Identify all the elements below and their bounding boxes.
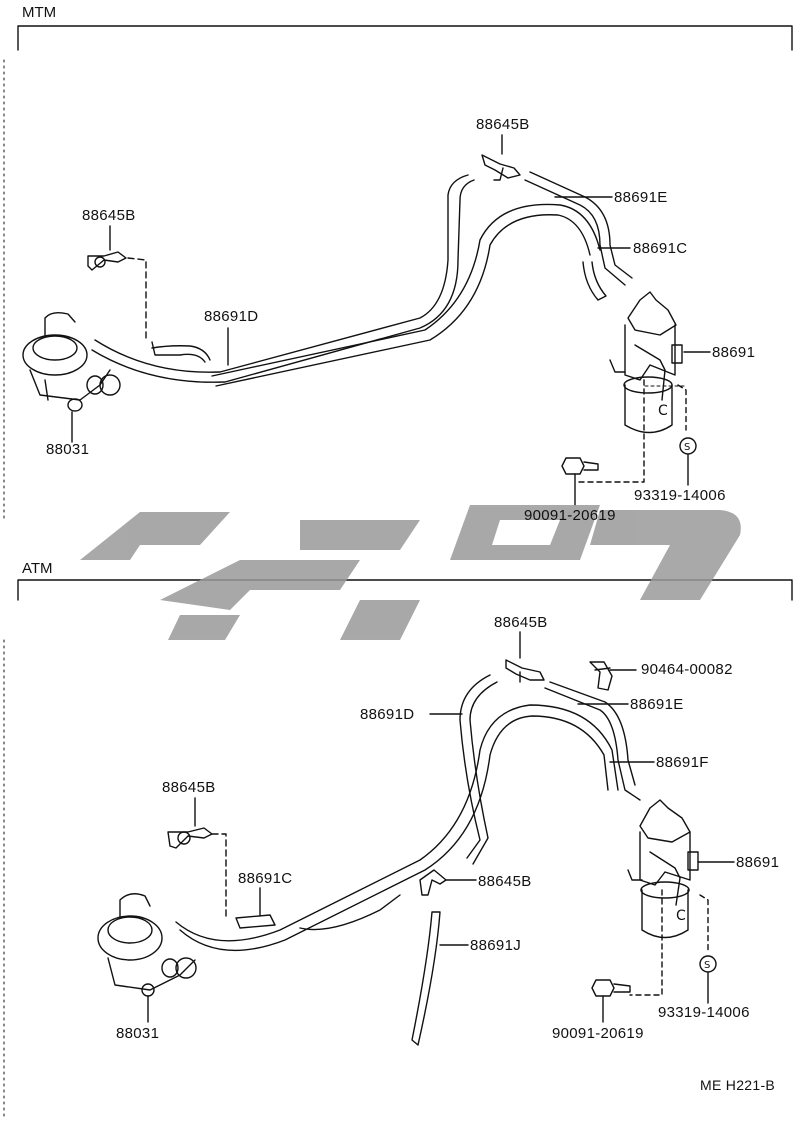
atm-s-mark [699, 955, 717, 973]
atm-label-88691f: 88691F [656, 754, 709, 771]
atm-s-letter: S [704, 960, 710, 971]
mtm-c-mark: C [658, 403, 668, 419]
mtm-label-88691c: 88691C [633, 240, 688, 257]
mtm-s-mark [679, 437, 697, 455]
atm-egr-valve-88031 [97, 893, 197, 997]
mtm-label-93319: 93319-14006 [634, 487, 726, 504]
atm-label-88031: 88031 [116, 1025, 160, 1042]
mtm-tee-88645b-top [481, 154, 521, 181]
section-title-atm: ATM [22, 560, 53, 577]
mtm-hose-lower [211, 203, 601, 387]
atm-tee-88645b-left [167, 827, 213, 849]
atm-vsv-88691 [627, 799, 699, 939]
atm-label-93319: 93319-14006 [658, 1004, 750, 1021]
atm-hose-88691d [459, 674, 498, 865]
mtm-tee-88645b-left [87, 251, 127, 271]
mtm-label-88031: 88031 [46, 441, 90, 458]
atm-tee-88645b-top [505, 659, 545, 683]
mtm-hose-88691c [582, 261, 607, 301]
atm-label-88691c: 88691C [238, 870, 293, 887]
mtm-vsv-88691 [609, 291, 683, 434]
atm-clip-90464 [589, 661, 613, 691]
mtm-label-88691: 88691 [712, 344, 756, 361]
mtm-label-88691e: 88691E [614, 189, 668, 206]
mtm-label-88645b-top: 88645B [476, 116, 530, 133]
atm-frame [17, 579, 793, 601]
atm-hose-88691j [411, 911, 441, 1046]
atm-label-88645b-mid: 88645B [478, 873, 532, 890]
watermark-logo [80, 505, 741, 640]
section-title-mtm: MTM [22, 4, 57, 21]
atm-hose-88691e [544, 681, 641, 801]
figure-reference: ME H221-B [700, 1077, 776, 1093]
mtm-label-90091: 90091-20619 [524, 507, 616, 524]
atm-label-88691d: 88691D [360, 706, 415, 723]
atm-hose-88691c [175, 704, 619, 952]
mtm-label-88645b-left: 88645B [82, 207, 136, 224]
atm-tee-88645b-mid [419, 869, 447, 896]
atm-bolt-90091 [591, 979, 631, 1023]
atm-c-mark: C [676, 908, 686, 924]
mtm-egr-valve-88031 [22, 311, 121, 412]
atm-label-90091: 90091-20619 [552, 1025, 644, 1042]
atm-label-90464: 90464-00082 [641, 661, 733, 678]
atm-label-88691e: 88691E [630, 696, 684, 713]
atm-label-88691: 88691 [736, 854, 780, 871]
mtm-frame [17, 25, 793, 51]
mtm-bolt-90091 [561, 457, 599, 506]
mtm-label-88691d: 88691D [204, 308, 259, 325]
atm-label-88645b-left: 88645B [162, 779, 216, 796]
atm-label-88645b-top: 88645B [494, 614, 548, 631]
atm-label-88691j: 88691J [470, 937, 522, 954]
mtm-hose-88691d [91, 174, 475, 383]
mtm-s-letter: S [684, 442, 690, 453]
